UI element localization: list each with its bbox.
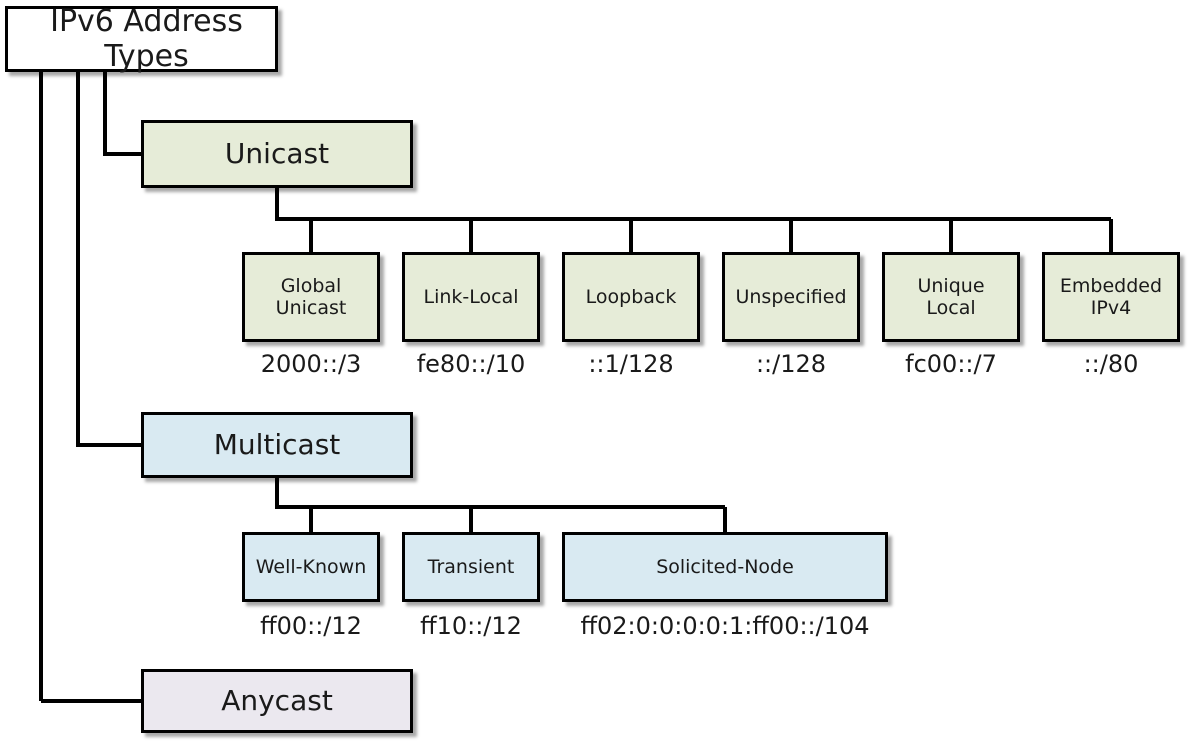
node-anycast-label: Anycast [221, 684, 333, 718]
address-loopback: ::1/128 [588, 350, 674, 378]
node-multicast[interactable]: Multicast [141, 412, 413, 478]
address-embedded-ipv4: ::/80 [1083, 350, 1139, 378]
address-unique-local: fc00::/7 [905, 350, 997, 378]
node-unicast[interactable]: Unicast [141, 120, 413, 188]
address-unspecified: ::/128 [755, 350, 827, 378]
node-link-local[interactable]: Link-Local [402, 252, 540, 342]
label-line-2: Unicast [275, 297, 347, 319]
node-embedded-ipv4-label: Embedded IPv4 [1060, 275, 1162, 320]
node-embedded-ipv4[interactable]: Embedded IPv4 [1042, 252, 1180, 342]
address-transient: ff10::/12 [420, 612, 522, 640]
node-unspecified[interactable]: Unspecified [722, 252, 860, 342]
node-loopback-label: Loopback [585, 285, 677, 308]
node-well-known[interactable]: Well-Known [242, 532, 380, 602]
node-global-unicast-label: Global Unicast [276, 275, 347, 320]
connector-root-to-multicast [76, 72, 141, 447]
node-well-known-label: Well-Known [255, 555, 367, 578]
address-solicited-node: ff02:0:0:0:0:1:ff00::/104 [580, 612, 870, 640]
node-multicast-label: Multicast [213, 428, 341, 462]
connector-unicast-bus [275, 188, 1111, 221]
label-line-1: Embedded [1059, 274, 1163, 297]
node-link-local-label: Link-Local [423, 285, 519, 308]
label-line-1: Unique [917, 274, 985, 297]
node-anycast[interactable]: Anycast [141, 669, 413, 733]
node-root[interactable]: IPv6 Address Types [5, 3, 278, 74]
label-line-1: Global [280, 274, 342, 297]
node-global-unicast[interactable]: Global Unicast [242, 252, 380, 342]
node-transient-label: Transient [427, 555, 515, 578]
label-line-2: IPv4 [1090, 297, 1132, 319]
node-unspecified-label: Unspecified [735, 285, 847, 308]
node-loopback[interactable]: Loopback [562, 252, 700, 342]
connector-multicast-bus [275, 478, 725, 509]
node-unique-local[interactable]: Unique Local [882, 252, 1020, 342]
node-unique-local-label: Unique Local [917, 275, 984, 320]
label-line-2: Local [926, 297, 976, 319]
connector-root-to-unicast [103, 72, 141, 156]
address-global-unicast: 2000::/3 [260, 350, 362, 378]
node-transient[interactable]: Transient [402, 532, 540, 602]
node-solicited-node-label: Solicited-Node [656, 555, 794, 578]
node-solicited-node[interactable]: Solicited-Node [562, 532, 888, 602]
address-well-known: ff00::/12 [260, 612, 362, 640]
address-link-local: fe80::/10 [416, 350, 526, 378]
node-unicast-label: Unicast [224, 137, 330, 171]
node-root-label: IPv6 Address Types [50, 3, 243, 74]
